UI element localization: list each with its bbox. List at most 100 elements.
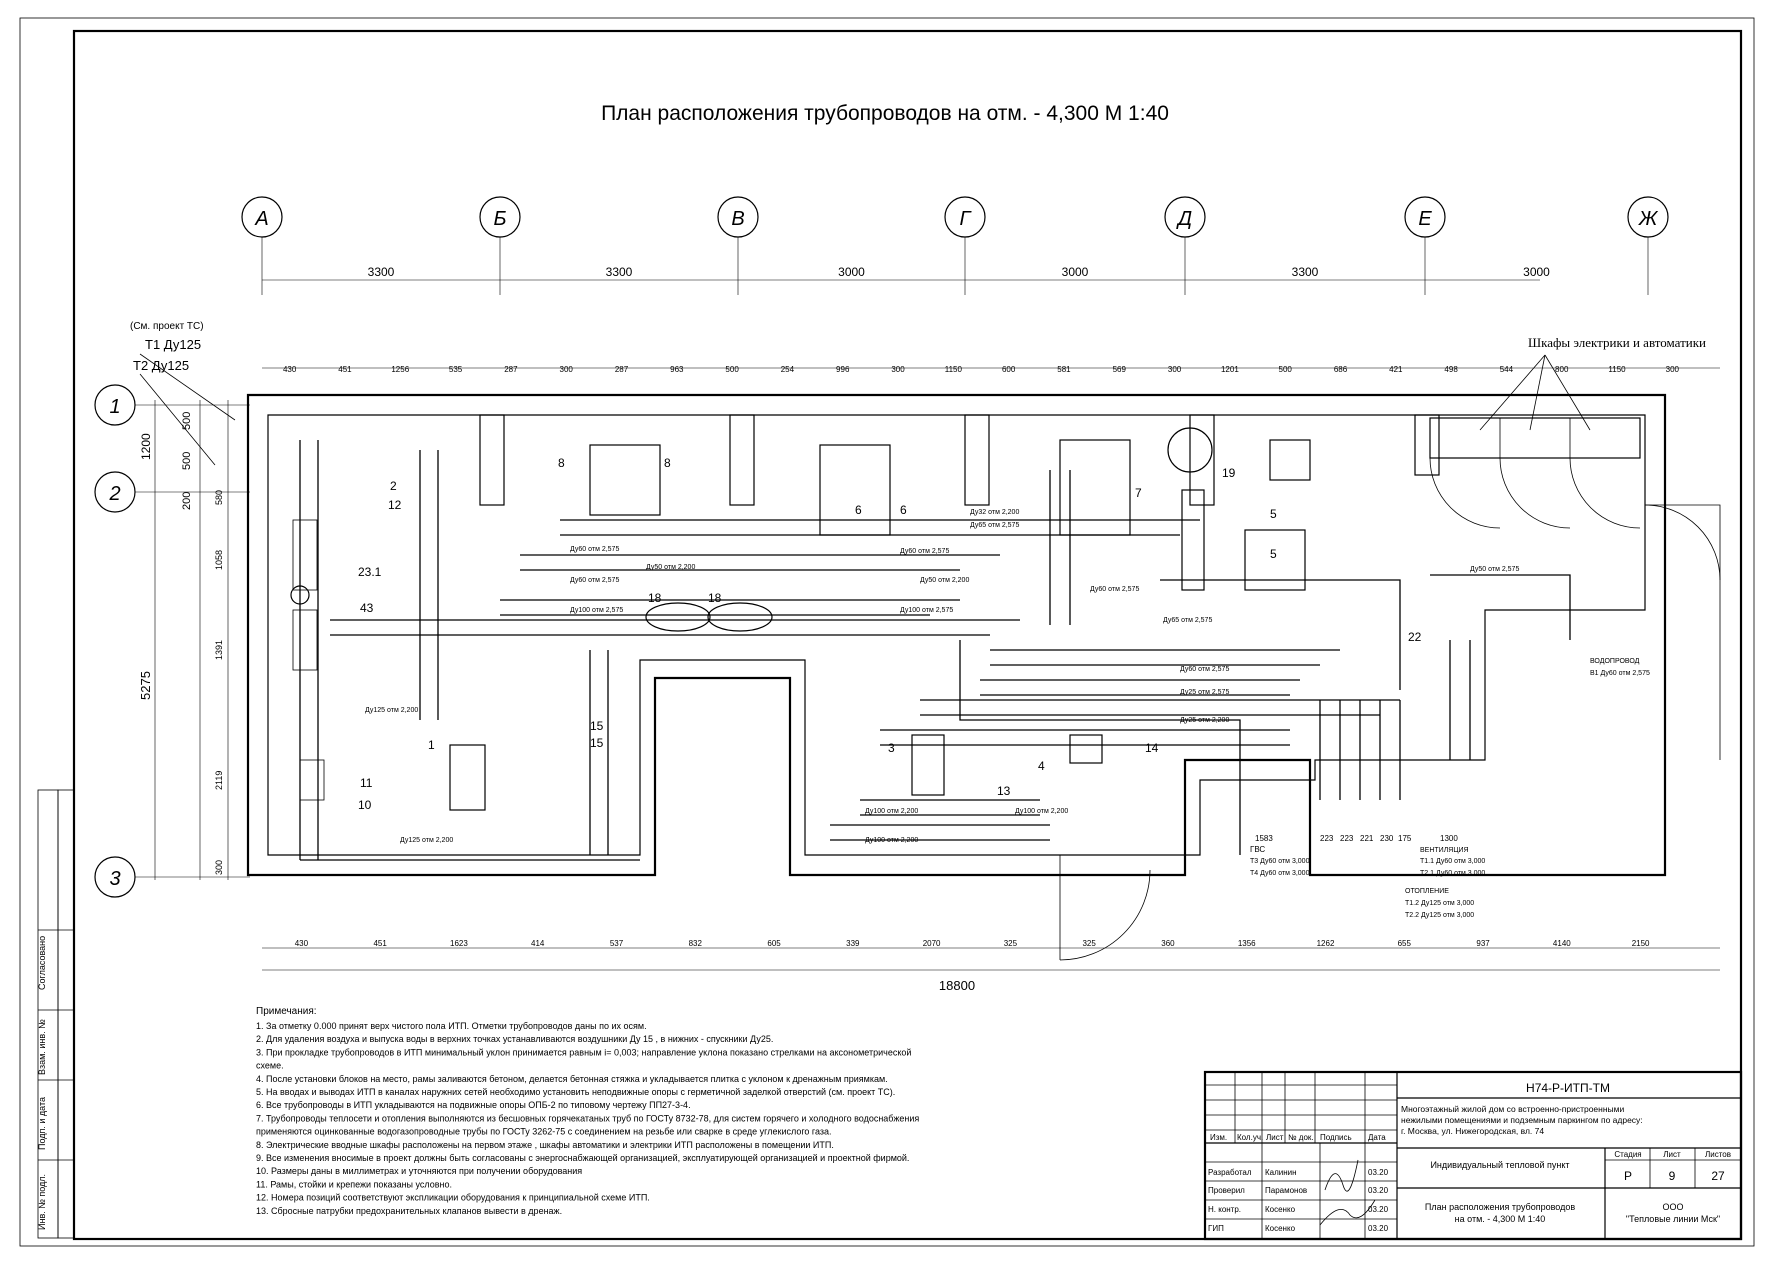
svg-text:Подпись: Подпись: [1320, 1133, 1352, 1142]
pipe-labels: Ду60 отм 2,575 Ду50 отм 2,200 Ду60 отм 2…: [365, 509, 1519, 844]
svg-text:Стадия: Стадия: [1614, 1150, 1641, 1159]
svg-text:6: 6: [900, 503, 907, 517]
axis-number: 2: [108, 483, 120, 505]
span-dimension: 3000: [1523, 265, 1550, 279]
equipment-labels: 1 2 3 4 5 5 6 6 7 8 8 10 11 12 13 14 15 …: [358, 456, 1422, 812]
svg-text:Т4 Ду60 отм 3,000: Т4 Ду60 отм 3,000: [1250, 870, 1310, 877]
note-line: 2. Для удаления воздуха и выпуска воды в…: [256, 1034, 773, 1044]
detail-dimension: 300: [560, 365, 574, 374]
svg-text:4: 4: [1038, 759, 1045, 773]
svg-text:Ду32 отм 2,200: Ду32 отм 2,200: [970, 509, 1019, 516]
svg-text:13: 13: [997, 784, 1011, 798]
svg-text:1583: 1583: [1255, 834, 1273, 843]
svg-text:В1 Ду60 отм 2,575: В1 Ду60 отм 2,575: [1590, 670, 1650, 677]
note-line: 1. За отметку 0.000 принят верх чистого …: [256, 1021, 647, 1031]
detail-dimension: 832: [689, 939, 703, 948]
svg-text:03.20: 03.20: [1368, 1205, 1389, 1214]
svg-text:Многоэтажный жилой дом со встр: Многоэтажный жилой дом со встроенно-прис…: [1401, 1104, 1643, 1136]
svg-text:500: 500: [181, 452, 193, 470]
inner-frame: [72, 29, 1743, 1241]
detail-dimension: 1150: [945, 365, 963, 374]
svg-text:Ду100 отм 2,575: Ду100 отм 2,575: [570, 607, 623, 614]
detail-dimension: 655: [1398, 939, 1412, 948]
svg-text:03.20: 03.20: [1368, 1224, 1389, 1233]
svg-text:ГИП: ГИП: [1208, 1224, 1224, 1233]
svg-text:Лист: Лист: [1663, 1150, 1681, 1159]
detail-dimension: 4140: [1553, 939, 1571, 948]
svg-text:18: 18: [708, 591, 722, 605]
svg-text:Ду25 отм 2,575: Ду25 отм 2,575: [1180, 689, 1229, 696]
svg-text:03.20: 03.20: [1368, 1186, 1389, 1195]
svg-text:Ду50 отм 2,200: Ду50 отм 2,200: [646, 564, 695, 571]
svg-text:Ду65 отм 2,575: Ду65 отм 2,575: [1163, 617, 1212, 624]
detail-dimension: 605: [767, 939, 781, 948]
equipment: [290, 427, 1311, 811]
detail-dimension: 430: [283, 365, 297, 374]
svg-text:03.20: 03.20: [1368, 1168, 1389, 1177]
electrical-cabinets: Шкафы электрики и автоматики: [1429, 335, 1706, 529]
svg-text:223: 223: [1320, 834, 1334, 843]
detail-dimension: 2070: [923, 939, 941, 948]
note-line: схеме.: [256, 1061, 284, 1071]
svg-text:580: 580: [214, 490, 224, 505]
note-line: 12. Номера позиций соответствуют эксплик…: [256, 1193, 650, 1203]
svg-text:Т3 Ду60 отм 3,000: Т3 Ду60 отм 3,000: [1250, 858, 1310, 865]
svg-text:15: 15: [590, 719, 604, 733]
svg-text:5: 5: [1270, 507, 1277, 521]
axis-letter: Г: [960, 208, 973, 230]
detail-dimension: 498: [1444, 365, 1458, 374]
svg-text:Разработал: Разработал: [1208, 1168, 1252, 1177]
svg-text:Калинин: Калинин: [1265, 1168, 1297, 1177]
svg-text:Листов: Листов: [1705, 1150, 1731, 1159]
svg-text:7: 7: [1135, 486, 1142, 500]
svg-text:27: 27: [1711, 1169, 1725, 1183]
svg-text:1300: 1300: [1440, 834, 1458, 843]
detail-dimension: 325: [1082, 939, 1096, 948]
note-line: 13. Сбросные патрубки предохранительных …: [256, 1206, 562, 1216]
detail-dimension: 537: [610, 939, 624, 948]
svg-text:5: 5: [1270, 547, 1277, 561]
svg-text:Кол.уч.: Кол.уч.: [1237, 1133, 1263, 1142]
detail-dimension: 451: [373, 939, 387, 948]
axis-numbers: 123: [94, 384, 250, 898]
svg-text:Инв. № подл.: Инв. № подл.: [37, 1174, 47, 1230]
svg-text:Шкафы электрики и автоматики: Шкафы электрики и автоматики: [1528, 335, 1706, 350]
svg-text:Ду65 отм 2,575: Ду65 отм 2,575: [970, 522, 1019, 529]
detail-dimension: 500: [1279, 365, 1293, 374]
svg-text:Ду60 отм 2,575: Ду60 отм 2,575: [570, 546, 619, 553]
note-line: 9. Все изменения вносимые в проект должн…: [256, 1153, 909, 1163]
svg-text:223: 223: [1340, 834, 1354, 843]
svg-text:10: 10: [358, 798, 372, 812]
svg-text:Н74-Р-ИТП-ТМ: Н74-Р-ИТП-ТМ: [1526, 1081, 1610, 1095]
detail-dimension: 1262: [1317, 939, 1335, 948]
svg-text:Ду100 отм 2,200: Ду100 отм 2,200: [865, 837, 918, 844]
detail-dimension: 581: [1057, 365, 1071, 374]
svg-text:18: 18: [648, 591, 662, 605]
side-stamp: Согласовано Взам. инв. № Подп. и дата Ин…: [37, 789, 75, 1239]
svg-text:Ду100 отм 2,575: Ду100 отм 2,575: [900, 607, 953, 614]
building-walls: [246, 393, 1721, 961]
svg-text:ВОДОПРОВОД: ВОДОПРОВОД: [1590, 658, 1640, 665]
svg-text:Согласовано: Согласовано: [37, 936, 47, 990]
notes-list: 1. За отметку 0.000 принят верх чистого …: [256, 1021, 919, 1216]
svg-text:5275: 5275: [138, 671, 153, 700]
detail-dimension: 287: [615, 365, 629, 374]
note-line: применяются оцинкованные водогазопроводн…: [256, 1127, 832, 1137]
svg-text:1200: 1200: [139, 433, 153, 460]
detail-dimension: 500: [725, 365, 739, 374]
svg-text:Н. контр.: Н. контр.: [1208, 1205, 1241, 1214]
axis-letter: Е: [1418, 208, 1432, 230]
svg-text:Ду100 отм 2,200: Ду100 отм 2,200: [1015, 808, 1068, 815]
svg-text:Т2.1 Ду60 отм 3,000: Т2.1 Ду60 отм 3,000: [1420, 870, 1485, 877]
svg-text:15: 15: [590, 736, 604, 750]
axis-letter: В: [731, 208, 744, 230]
detail-dimension: 1356: [1238, 939, 1256, 948]
svg-text:Ду100 отм 2,200: Ду100 отм 2,200: [865, 808, 918, 815]
svg-text:Т2.2 Ду125 отм 3,000: Т2.2 Ду125 отм 3,000: [1405, 912, 1474, 919]
svg-text:1391: 1391: [214, 640, 224, 660]
